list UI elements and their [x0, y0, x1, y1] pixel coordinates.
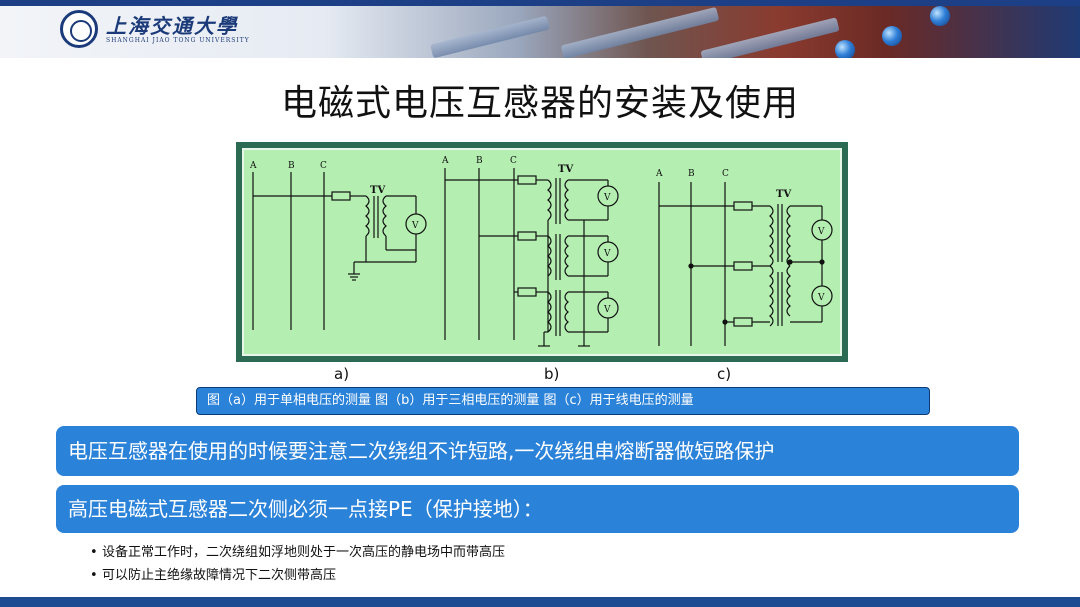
circuit-diagram-frame: A B C TV V	[236, 142, 848, 362]
subfigure-label-b: b)	[544, 365, 560, 383]
transformer-primary-icon	[365, 195, 370, 237]
transformer-secondary-icon	[564, 179, 569, 333]
transformer-secondary-icon	[786, 205, 791, 317]
diagram-b-meter: V	[603, 249, 611, 259]
diagram-a-meter: V	[411, 221, 419, 231]
diagram-c-meter: V	[817, 293, 825, 303]
diagram-a-phase-c: C	[320, 161, 327, 171]
fuse-icon	[733, 261, 753, 271]
circuit-diagram: A B C TV V	[242, 148, 842, 356]
key-point-short-circuit: 电压互感器在使用的时候要注意二次绕组不许短路,一次绕组串熔断器做短路保护	[56, 426, 1019, 476]
fuse-icon	[331, 191, 351, 201]
logo-chinese-name: 上海交通大學	[106, 13, 238, 38]
subfigure-label-c: c)	[717, 365, 732, 383]
header-decor-stud	[835, 40, 855, 58]
slide-title: 电磁式电压互感器的安装及使用	[280, 83, 799, 124]
list-item: 设备正常工作时，二次绕组如浮地则处于一次高压的静电场中而带高压	[90, 541, 505, 564]
fuse-icon	[733, 201, 753, 211]
fuse-icon	[517, 287, 537, 297]
university-seal-icon	[60, 10, 98, 48]
logo-english-name: SHANGHAI JIAO TONG UNIVERSITY	[106, 36, 250, 44]
header-decor-stud	[930, 6, 950, 26]
diagram-c-phase-b: B	[688, 169, 695, 179]
header-top-band	[0, 0, 1080, 6]
diagram-a-phase-a: A	[249, 161, 257, 171]
fuse-icon	[733, 317, 753, 327]
diagram-b-phase-b: B	[476, 156, 483, 166]
key-point-grounding: 高压电磁式互感器二次侧必须一点接PE（保护接地）：	[56, 485, 1019, 533]
header-decor-stud	[882, 26, 902, 46]
diagram-b-meter: V	[603, 193, 611, 203]
diagram-b: A B C TV	[441, 156, 619, 347]
subfigure-label-a: a)	[334, 365, 350, 383]
diagram-c-tv-label: TV	[776, 189, 791, 200]
transformer-primary-icon	[769, 205, 774, 327]
diagram-a-phase-b: B	[288, 161, 295, 171]
diagram-b-meter: V	[603, 305, 611, 315]
fuse-icon	[517, 231, 537, 241]
header-decor-beam	[560, 6, 720, 58]
header-decor-beam	[700, 17, 840, 58]
transformer-secondary-icon	[382, 195, 387, 237]
diagram-c-meter: V	[817, 227, 825, 237]
diagram-c-phase-a: A	[655, 169, 663, 179]
list-item: 可以防止主绝缘故障情况下二次侧带高压	[90, 564, 505, 587]
fuse-icon	[517, 175, 537, 185]
header-banner: 上海交通大學 SHANGHAI JIAO TONG UNIVERSITY	[0, 0, 1080, 58]
header-decor-beam	[430, 15, 550, 58]
diagram-a: A B C TV V	[249, 161, 427, 330]
diagram-c: A B C TV	[655, 169, 833, 346]
diagram-a-tv-label: TV	[370, 185, 385, 196]
footer-band	[0, 597, 1080, 607]
diagram-b-tv-label: TV	[558, 164, 573, 175]
figure-caption: 图（a）用于单相电压的测量 图（b）用于三相电压的测量 图（c）用于线电压的测量	[196, 387, 930, 415]
diagram-c-phase-c: C	[722, 169, 729, 179]
diagram-b-phase-a: A	[441, 156, 449, 166]
university-logo: 上海交通大學 SHANGHAI JIAO TONG UNIVERSITY	[60, 10, 250, 48]
diagram-b-phase-c: C	[510, 156, 517, 166]
bullet-list: 设备正常工作时，二次绕组如浮地则处于一次高压的静电场中而带高压 可以防止主绝缘故…	[90, 541, 505, 587]
